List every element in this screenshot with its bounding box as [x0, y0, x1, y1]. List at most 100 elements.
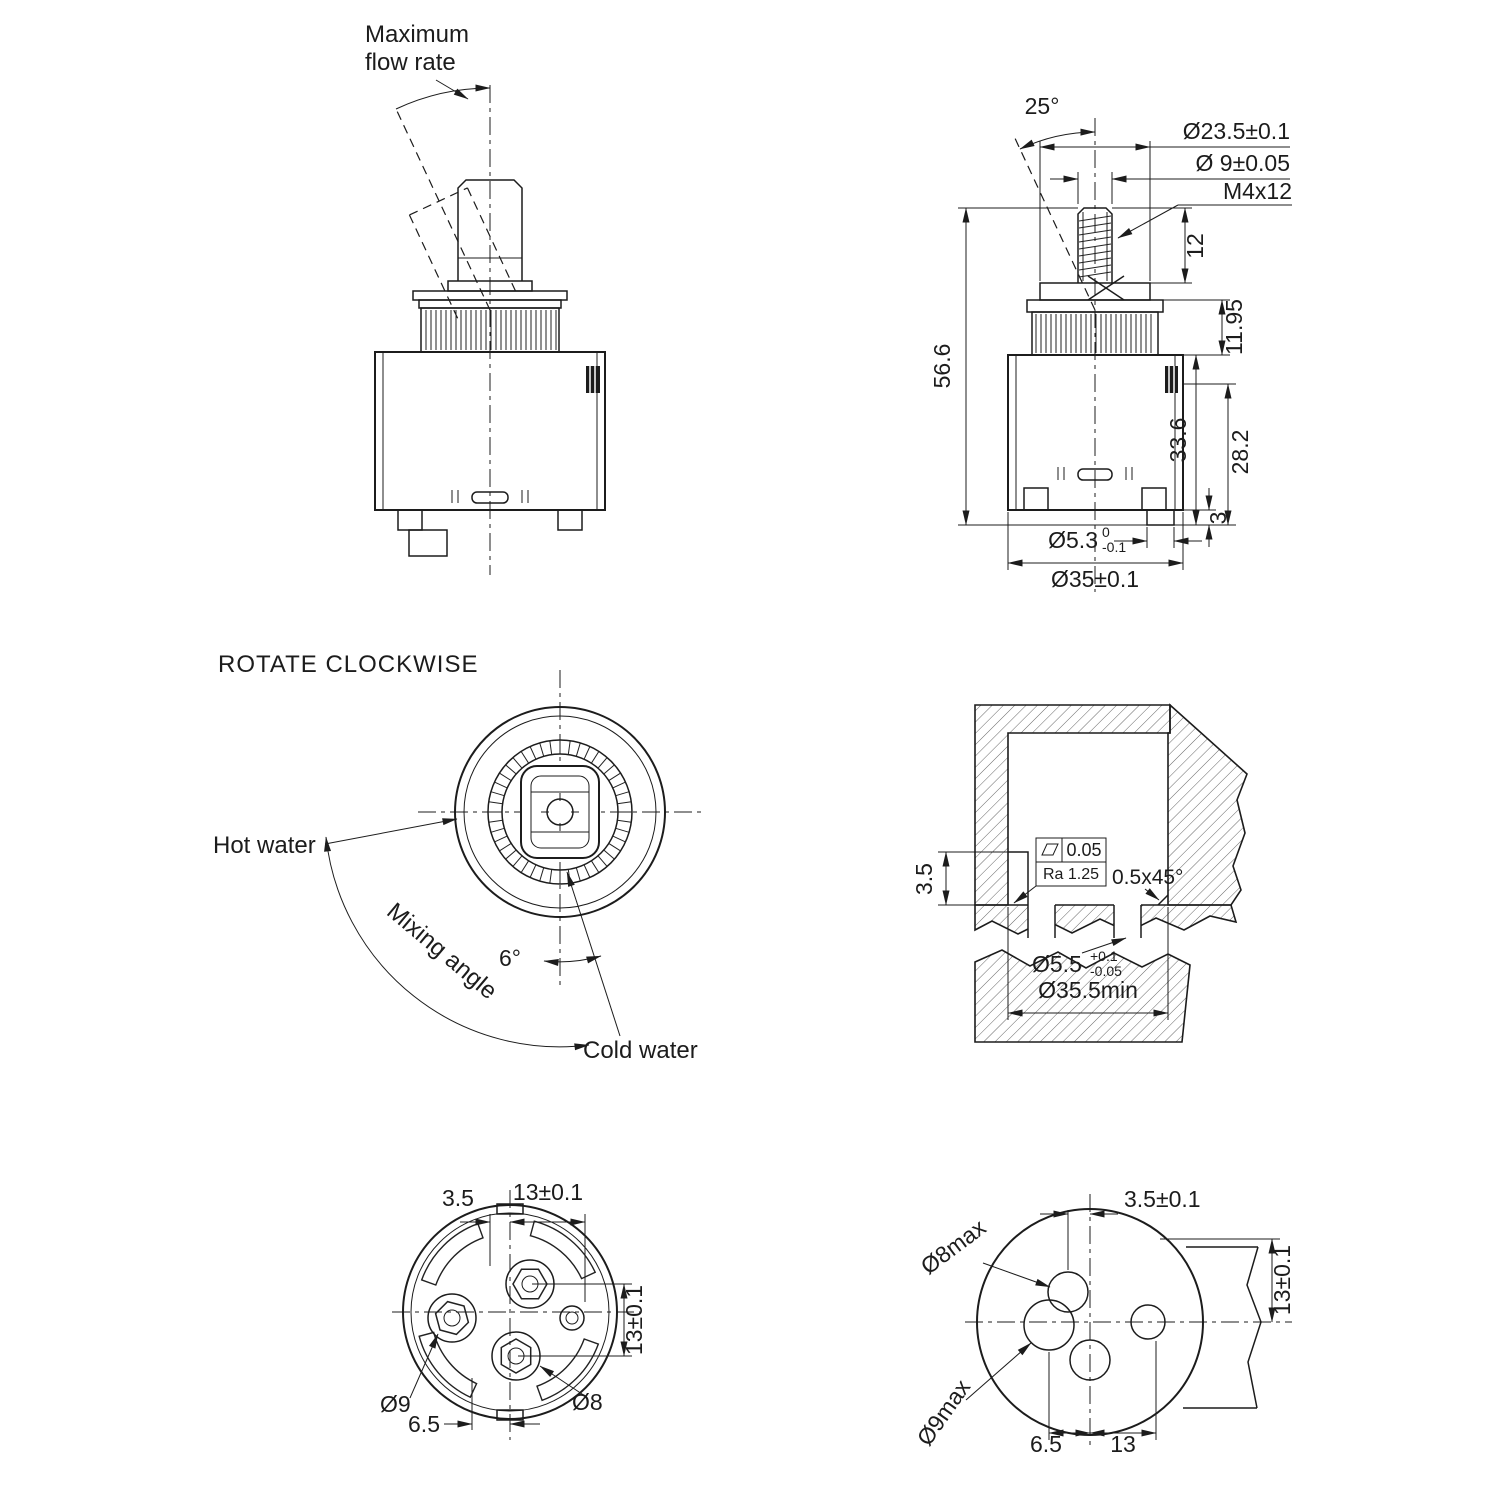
- port-hex: [512, 1268, 548, 1300]
- dim-56-6-label: 56.6: [929, 344, 955, 389]
- dim-11-95-label: 11.95: [1221, 299, 1247, 355]
- side-pin: [1146, 509, 1175, 526]
- hot-water-label: Hot water: [213, 832, 316, 859]
- dim-5-3-tol-upper: 0: [1102, 524, 1110, 540]
- side-body: [1007, 354, 1184, 511]
- roughness-frame: [1035, 861, 1107, 887]
- thread-label: M4x12: [1223, 178, 1292, 204]
- dia-8-label: Ø8: [572, 1389, 603, 1415]
- port-hex: [434, 1300, 470, 1336]
- deck-dim-13-right-label: 13±0.1: [1269, 1245, 1295, 1315]
- dia-9-max-label: Ø9max: [912, 1374, 976, 1450]
- seat-step: [1008, 851, 1029, 905]
- relief-slot: [536, 1338, 600, 1402]
- dia-8-max-leader: [982, 1262, 1051, 1288]
- hole-inlet-bottom: [1069, 1339, 1111, 1381]
- housing-right-section: [1167, 703, 1248, 906]
- thread-leader: [1117, 204, 1179, 239]
- mixing-angle-arc: [324, 836, 590, 1051]
- dim-35-5-label: Ø35.5min: [1038, 977, 1138, 1003]
- rotate-clockwise-heading: ROTATE CLOCKWISE: [218, 651, 478, 678]
- dia-9-leader: [409, 1333, 439, 1399]
- side-tab-right: [1141, 487, 1167, 511]
- side-bottom-slot: [1077, 468, 1113, 481]
- dia-9-label: Ø9: [380, 1391, 411, 1417]
- cross-mark: [1087, 275, 1125, 301]
- view-side: 25° 12 56.6: [929, 93, 1292, 592]
- view-front: Maximum flow rate: [365, 21, 606, 575]
- deck-dim-6-5-label: 6.5: [1030, 1431, 1062, 1457]
- pilot-hole: [559, 1305, 585, 1331]
- dim-5-5-label: Ø5.5: [1032, 951, 1082, 977]
- dia-8-max-label: Ø8max: [916, 1214, 991, 1280]
- frame-leader: [1013, 885, 1037, 904]
- dim-5-5-tol-upper: +0.1: [1090, 948, 1118, 964]
- tilted-centerline: [396, 110, 491, 311]
- dim-5-5-tol-lower: -0.05: [1090, 963, 1122, 979]
- max-flow-leader: [435, 79, 469, 100]
- dim-6-5-label: 6.5: [408, 1411, 440, 1437]
- dim-13-top-label: 13±0.1: [513, 1179, 583, 1205]
- dim-3-5-label: 3.5: [442, 1185, 474, 1211]
- cartridge-bottom-outer: [402, 1204, 618, 1420]
- roughness-value: Ra 1.25: [1043, 866, 1099, 883]
- hole-pilot-right: [1130, 1304, 1166, 1340]
- dia-9-max-leader: [965, 1342, 1032, 1401]
- rotation-arc: [395, 84, 491, 110]
- water-ports: [427, 1259, 585, 1381]
- mixing-angle-label: Mixing angle: [382, 898, 503, 1005]
- key-tab-top: [496, 1203, 524, 1215]
- chamfer-label: 0.5x45°: [1112, 866, 1183, 889]
- dim-33-6-label: 33.6: [1165, 418, 1191, 463]
- body-outline: [374, 351, 606, 511]
- angle-arc-25: [1019, 128, 1096, 150]
- port-hex: [500, 1338, 532, 1374]
- dim-3-label: 3: [1205, 512, 1231, 525]
- hole-inlet-left: [1023, 1299, 1075, 1351]
- flatness-value: 0.05: [1066, 840, 1101, 860]
- dia-8-leader: [539, 1365, 586, 1397]
- view-top: ROTATE CLOCKWISE Hot water Mixing angle …: [213, 651, 702, 1064]
- side-logo-mark: [1165, 366, 1178, 393]
- dim-9-label: Ø 9±0.05: [1196, 150, 1290, 176]
- side-tilted-centerline: [1012, 133, 1096, 311]
- dim-depth-label: 3.5: [911, 863, 937, 895]
- stem-outline: [457, 179, 523, 281]
- hole-outlet-top: [1047, 1271, 1089, 1313]
- max-flow-label-line1: Maximum: [365, 21, 469, 48]
- hot-water-leader: [324, 818, 458, 845]
- dim-35-label: Ø35±0.1: [1051, 566, 1139, 592]
- port-hot: [427, 1293, 477, 1343]
- threaded-stem-outline: [1077, 207, 1113, 283]
- dim-5-5-leader: [1081, 937, 1127, 954]
- relief-slot: [420, 1222, 484, 1286]
- relief-slots: [418, 1220, 600, 1402]
- bore-chamfer: [1157, 894, 1169, 906]
- logo-mark: [586, 366, 600, 393]
- deck-dim-3-5-label: 3.5±0.1: [1124, 1186, 1201, 1212]
- housing-bottom-section: [974, 904, 1238, 935]
- bottom-tab-right: [557, 509, 583, 531]
- dim-23-5-label: Ø23.5±0.1: [1183, 118, 1290, 144]
- relief-slot: [529, 1220, 597, 1280]
- cartridge-bottom-inner: [410, 1212, 610, 1412]
- flatness-symbol-icon: [1041, 843, 1059, 856]
- dim-12-label: 12: [1182, 233, 1208, 259]
- max-flow-label-line2: flow rate: [365, 49, 456, 76]
- view-section: 3.5 0.05 Ra 1.25 0.5x45° Ø5.5 +0.1 -0.05…: [911, 703, 1248, 1043]
- key-tab-bottom: [496, 1409, 524, 1421]
- dim-5-3-tol-lower: -0.1: [1102, 539, 1126, 555]
- angle-25-label: 25°: [1025, 93, 1060, 119]
- view-bottom-cartridge: 3.5 13±0.1 13±0.1 6.5 Ø9 Ø8: [380, 1179, 647, 1440]
- bottom-tab-left: [397, 509, 423, 531]
- housing-lower-flange-section: [974, 949, 1191, 1043]
- knurl-ticks: [425, 310, 557, 350]
- cold-water-label: Cold water: [583, 1037, 698, 1064]
- cold-water-leader: [566, 871, 621, 1037]
- side-tab-left: [1023, 487, 1049, 511]
- side-knurl-ticks: [1035, 314, 1152, 353]
- thread-hatch: [1078, 215, 1112, 278]
- angle-6-arc: [543, 955, 602, 966]
